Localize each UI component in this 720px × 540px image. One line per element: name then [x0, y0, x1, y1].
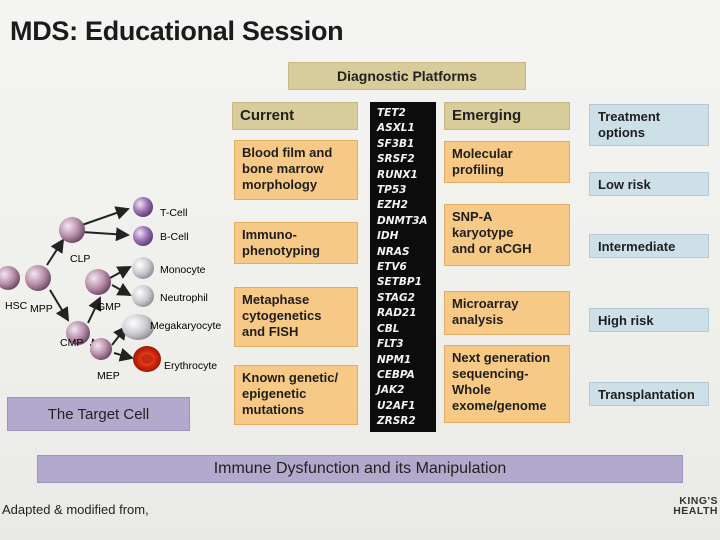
emerging-column-header: Emerging [444, 102, 570, 130]
treatment-intermediate: Intermediate [589, 234, 709, 258]
monocyte-cell [132, 257, 154, 279]
arrow-gmp-neutrophil [111, 283, 132, 296]
neutrophil-cell [132, 285, 154, 307]
hsc-label: HSC [5, 300, 28, 312]
arrow-gmp-monocyte [109, 266, 132, 279]
arrow-clp-tcell [81, 206, 130, 226]
gene-item: EZH2 [377, 199, 408, 212]
immune-dysfunction-bar: Immune Dysfunction and its Manipulation [37, 455, 683, 483]
gene-item: SETBP1 [377, 276, 422, 289]
megakaryocyte-label: Megakaryocyte [150, 320, 221, 332]
gene-item: ZRSR2 [377, 415, 416, 428]
gene-item: NPM1 [377, 353, 412, 366]
current-item-morphology: Blood film and bone marrow morphology [234, 140, 358, 200]
hsc-cell [0, 266, 20, 290]
gene-item: ASXL1 [377, 122, 415, 135]
megakaryocyte-cell [122, 314, 154, 340]
gene-item: CEBPA [377, 368, 415, 381]
gene-item: RAD21 [377, 307, 417, 320]
b-cell [133, 226, 153, 246]
cmp-label: CMP [60, 337, 83, 349]
treatment-transplantation: Transplantation [589, 382, 709, 406]
clp-cell [59, 217, 85, 243]
gene-item: U2AF1 [377, 399, 416, 412]
diagnostic-platforms-header: Diagnostic Platforms [288, 62, 526, 90]
arrow-mpp-clp [46, 238, 65, 266]
gene-item: DNMT3A [377, 214, 428, 227]
emerging-item-microarray: Microarray analysis [444, 291, 570, 335]
gene-item: RUNX1 [377, 168, 418, 181]
clp-label: CLP [70, 253, 90, 265]
target-cell-label: The Target Cell [7, 397, 190, 431]
gene-item: TP53 [377, 184, 407, 197]
gene-item: FLT3 [377, 338, 404, 351]
gene-item: SRSF2 [377, 153, 415, 166]
emerging-item-ngs: Next generation sequencing- Whole exome/… [444, 345, 570, 423]
gene-item: CBL [377, 322, 400, 335]
neutrophil-label: Neutrophil [160, 292, 208, 304]
cmp-cell [66, 321, 90, 345]
current-column-header: Current [232, 102, 358, 130]
monocyte-label: Monocyte [160, 264, 206, 276]
kings-health-partners-logo: KING'S HEALTH [673, 495, 718, 517]
t-cell-label: T-Cell [160, 207, 187, 219]
arrow-mep-erythrocyte [113, 348, 134, 362]
logo-line-2: HEALTH [673, 505, 718, 517]
emerging-item-molecular-profiling: Molecular profiling [444, 141, 570, 183]
current-item-immunophenotyping: Immuno- phenotyping [234, 222, 358, 264]
mpp-label: MPP [30, 303, 53, 315]
gene-item: STAG2 [377, 291, 415, 304]
current-item-mutations: Known genetic/ epigenetic mutations [234, 365, 358, 425]
gene-item: JAK2 [377, 384, 405, 397]
mpp-cell [25, 265, 51, 291]
gene-item: TET2 [377, 107, 406, 119]
erythrocyte-label: Erythrocyte [164, 360, 217, 372]
current-item-cytogenetics: Metaphase cytogenetics and FISH [234, 287, 358, 347]
footnote: Adapted & modified from, [2, 502, 149, 517]
treatment-options-header: Treatment options [589, 104, 709, 146]
emerging-item-snp-array: SNP-A karyotype and or aCGH [444, 204, 570, 266]
arrow-cmp-gmp [87, 296, 102, 324]
gene-item: IDH [377, 230, 399, 243]
gene-item: SF3B1 [377, 137, 415, 150]
hematopoiesis-diagram: HSC MPP CLP GMP CMP MEP T-Cell B-Cell Mo… [0, 197, 221, 382]
mep-cell [90, 338, 112, 360]
mep-label: MEP [97, 370, 120, 382]
b-cell-label: B-Cell [160, 231, 189, 243]
gmp-label: GMP [97, 301, 121, 313]
treatment-high-risk: High risk [589, 308, 709, 332]
treatment-low-risk: Low risk [589, 172, 709, 196]
slide-title: MDS: Educational Session [10, 16, 344, 46]
logo-line-1: KING'S [679, 495, 718, 507]
arrow-clp-bcell [81, 227, 130, 242]
arrow-mpp-cmp [49, 289, 70, 322]
gene-item: ETV6 [377, 261, 407, 274]
t-cell [133, 197, 153, 217]
gmp-cell [85, 269, 111, 295]
gene-item: NRAS [377, 245, 410, 258]
